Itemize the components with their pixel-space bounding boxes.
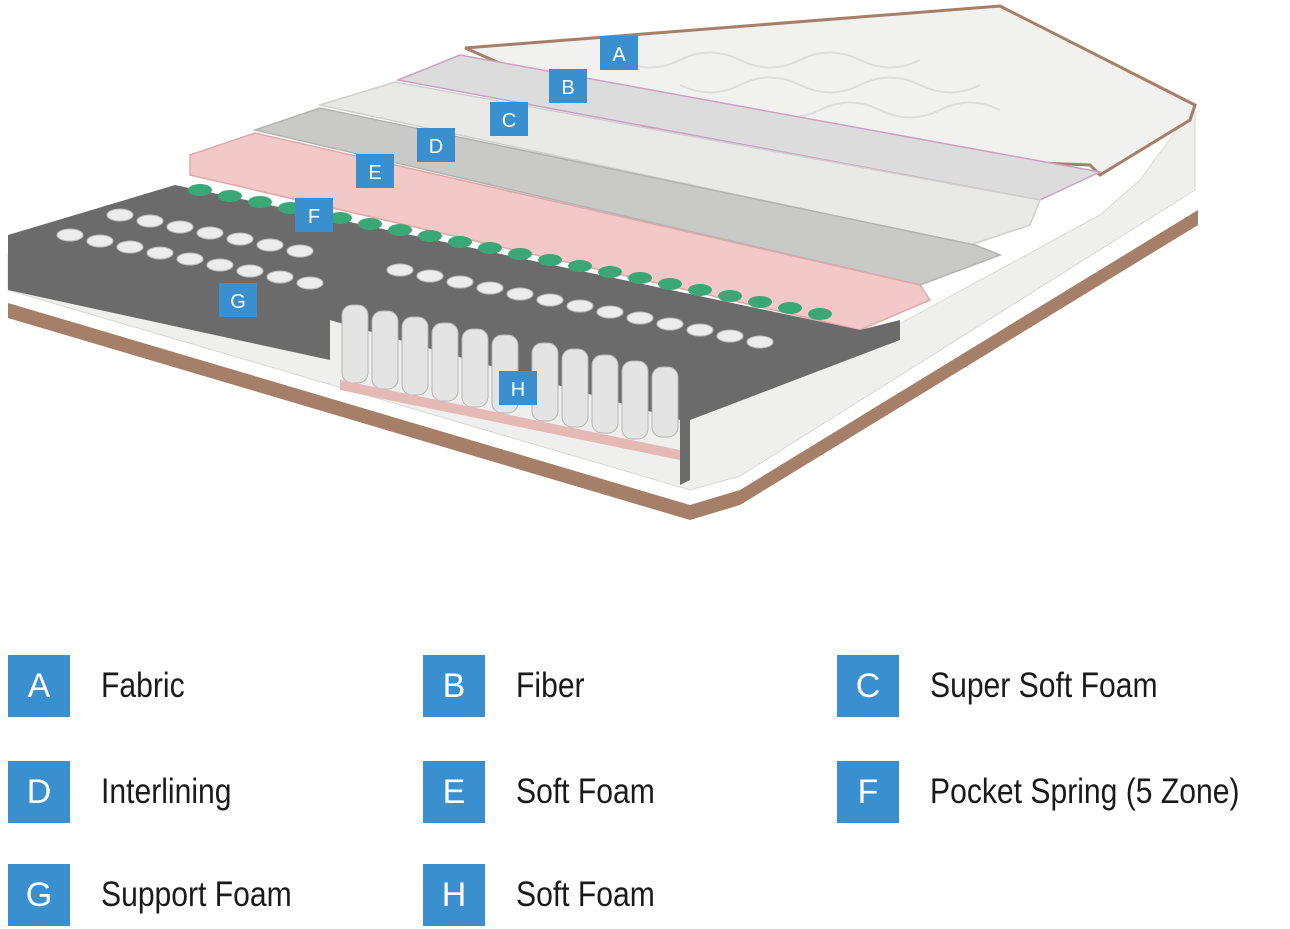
svg-text:B: B xyxy=(561,77,574,99)
svg-text:C: C xyxy=(502,110,516,132)
legend-item-a: A Fabric xyxy=(8,654,198,718)
callout-g: G xyxy=(219,283,257,317)
legend-label: Fiber xyxy=(516,666,585,705)
callout-f: F xyxy=(295,198,333,232)
legend-item-d: D Interlining xyxy=(8,760,253,824)
legend-badge: A xyxy=(8,655,70,717)
legend-item-h: H Soft Foam xyxy=(423,863,677,927)
legend-label: Fabric xyxy=(101,666,185,705)
svg-text:F: F xyxy=(308,206,320,228)
svg-text:G: G xyxy=(230,291,246,313)
svg-text:E: E xyxy=(368,162,381,184)
legend-label: Pocket Spring (5 Zone) xyxy=(930,772,1240,811)
callout-h: H xyxy=(499,371,537,405)
legend-item-e: E Soft Foam xyxy=(423,760,677,824)
legend-badge: E xyxy=(423,761,485,823)
legend-label: Support Foam xyxy=(101,875,292,914)
callout-d: D xyxy=(417,128,455,162)
legend-label: Super Soft Foam xyxy=(930,666,1158,705)
legend-badge: G xyxy=(8,864,70,926)
legend-label: Interlining xyxy=(101,772,232,811)
mattress-illustration: A B C D E F G H xyxy=(7,4,1198,520)
legend-badge: H xyxy=(423,864,485,926)
svg-text:A: A xyxy=(612,44,626,66)
callout-b: B xyxy=(549,69,587,103)
callout-e: E xyxy=(356,154,394,188)
legend-badge: C xyxy=(837,655,899,717)
callout-a: A xyxy=(600,36,638,70)
fabric-quilt-pattern xyxy=(619,51,1001,119)
legend-badge: F xyxy=(837,761,899,823)
legend-item-c: C Super Soft Foam xyxy=(837,654,1195,718)
legend-item-g: G Support Foam xyxy=(8,863,323,927)
legend-item-b: B Fiber xyxy=(423,654,596,718)
legend-label: Soft Foam xyxy=(516,772,655,811)
legend-item-f: F Pocket Spring (5 Zone) xyxy=(837,760,1290,824)
svg-text:H: H xyxy=(511,379,525,401)
layer-soft-foam-bottom xyxy=(340,380,680,460)
legend-badge: D xyxy=(8,761,70,823)
legend-label: Soft Foam xyxy=(516,875,655,914)
callout-c: C xyxy=(490,102,528,136)
mattress-cutaway: A B C D E F G H xyxy=(7,4,1198,520)
legend-badge: B xyxy=(423,655,485,717)
svg-text:D: D xyxy=(429,136,443,158)
mattress-base xyxy=(8,210,1198,520)
layer-legend: A Fabric B Fiber C Super Soft Foam D Int… xyxy=(0,650,1240,929)
